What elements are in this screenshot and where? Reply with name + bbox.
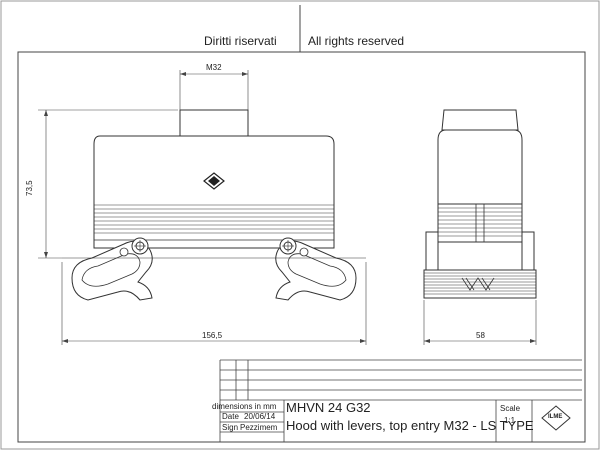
product-code: MHVN 24 G32 <box>286 400 371 415</box>
date-label: Date <box>222 412 239 421</box>
side-base-housing <box>423 269 537 299</box>
side-ribs-block <box>437 203 523 243</box>
thread-dimension-label: M32 <box>206 63 222 72</box>
front-dimensions <box>38 70 367 345</box>
depth-dimension-label: 58 <box>476 331 485 340</box>
side-ribs <box>438 207 522 237</box>
side-lever-left <box>425 231 439 271</box>
ilme-title-logo-icon <box>541 405 571 431</box>
side-base-ribs <box>424 272 536 295</box>
dimensions-unit-label: dimensions in mm <box>212 402 277 411</box>
logo-text: ILME <box>548 414 563 420</box>
height-dimension-label: 73,5 <box>25 180 34 196</box>
hood-body <box>93 135 335 249</box>
side-dimensions <box>423 300 537 345</box>
side-cable-entry <box>441 109 519 131</box>
side-dimension-arrows <box>424 339 536 343</box>
cable-entry <box>179 109 249 137</box>
rights-reserved-english: All rights reserved <box>308 34 405 48</box>
front-view <box>62 109 366 301</box>
inner-frame <box>17 51 586 443</box>
side-view <box>423 109 537 299</box>
scale-value: 1:1 <box>504 416 516 425</box>
scale-label: Scale <box>500 404 521 413</box>
title-block-grid <box>219 359 582 442</box>
left-lever <box>71 237 153 301</box>
side-emboss-icon <box>461 277 495 291</box>
hood-ribs <box>94 204 334 234</box>
pieces-label: Pezzimem <box>240 423 278 432</box>
sign-label: Sign <box>222 423 239 432</box>
ilme-logo-icon <box>203 172 225 190</box>
product-description: Hood with levers, top entry M32 - LS TYP… <box>286 418 534 433</box>
width-dimension-label: 156,5 <box>202 331 223 340</box>
rights-reserved-italian: Diritti riservati <box>204 34 277 48</box>
front-dimension-arrows <box>44 72 366 343</box>
side-lever-right <box>521 231 535 271</box>
side-hood-body <box>437 129 523 205</box>
right-lever <box>275 237 357 301</box>
date-value: 20/06/14 <box>244 412 276 421</box>
